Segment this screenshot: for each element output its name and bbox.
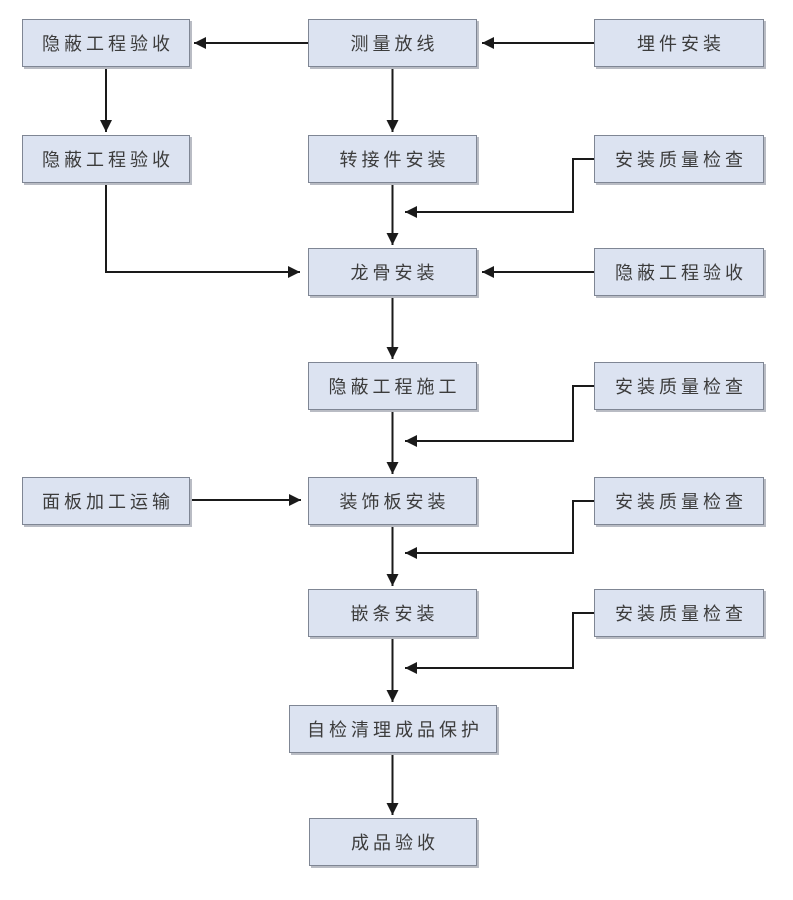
edge-quality3-elbow xyxy=(405,500,594,559)
node-panel-install: 装饰板安装 xyxy=(308,477,477,525)
node-quality-check-1: 安装质量检查 xyxy=(594,135,764,183)
edge-quality4-elbow xyxy=(405,612,594,674)
node-hidden-acceptance-3: 隐蔽工程验收 xyxy=(594,248,764,296)
node-hidden-acceptance-1: 隐蔽工程验收 xyxy=(22,19,190,67)
edge-quality2-elbow xyxy=(405,385,594,447)
node-quality-check-4: 安装质量检查 xyxy=(594,589,764,637)
node-hidden-works: 隐蔽工程施工 xyxy=(308,362,477,410)
node-embed-install: 埋件安装 xyxy=(594,19,764,67)
node-final-acceptance: 成品验收 xyxy=(309,818,477,866)
edge-hidden2-to-keel xyxy=(105,183,300,278)
node-keel-install: 龙骨安装 xyxy=(308,248,477,296)
node-trim-install: 嵌条安装 xyxy=(308,589,477,637)
edge-quality1-elbow xyxy=(405,158,594,218)
node-quality-check-2: 安装质量检查 xyxy=(594,362,764,410)
node-adapter-install: 转接件安装 xyxy=(308,135,477,183)
node-quality-check-3: 安装质量检查 xyxy=(594,477,764,525)
node-hidden-acceptance-2: 隐蔽工程验收 xyxy=(22,135,190,183)
node-self-check-protect: 自检清理成品保护 xyxy=(289,705,497,753)
node-panel-transport: 面板加工运输 xyxy=(22,477,190,525)
node-survey-layout: 测量放线 xyxy=(308,19,477,67)
